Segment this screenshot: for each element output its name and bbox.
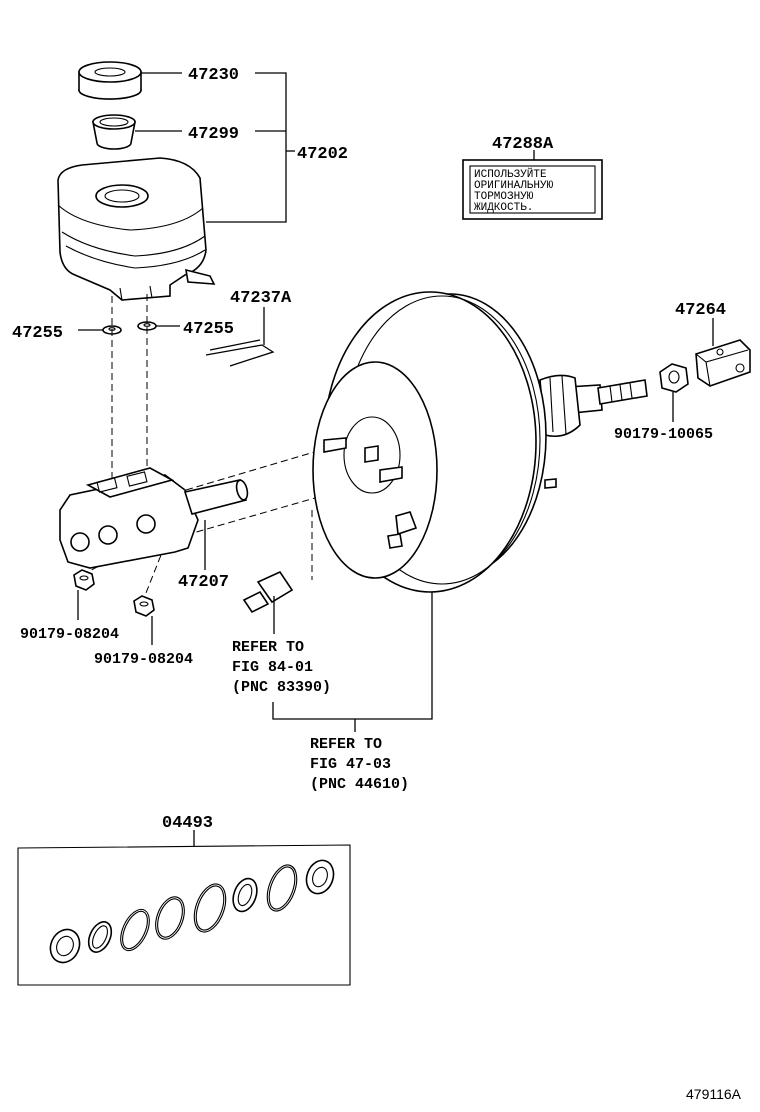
nut-90179-10065 (659, 363, 689, 393)
label-47255-left: 47255 (12, 324, 63, 343)
label-90179-08204-b: 90179-08204 (94, 651, 193, 668)
reservoir-tank (57, 157, 216, 301)
kit-ring-7 (266, 864, 298, 912)
kit-ring-5 (193, 883, 227, 933)
warning-line-3: ТОРМОЗНУЮ (474, 191, 534, 203)
repair-kit-04493 (17, 844, 351, 986)
part-labels: 47230 47299 47202 47288A 47237A 47255 47… (12, 66, 726, 833)
kit-seal-8 (305, 859, 335, 895)
refer-switch-line-1: REFER TO (232, 639, 304, 656)
label-04493: 04493 (162, 814, 213, 833)
label-47230: 47230 (188, 66, 239, 85)
label-47288A: 47288A (492, 135, 554, 154)
warning-line-2: ОРИГИНАЛЬНУЮ (474, 180, 554, 192)
brake-booster (312, 291, 648, 593)
label-47202: 47202 (297, 145, 348, 164)
label-47255-right: 47255 (183, 320, 234, 339)
refer-booster-line-1: REFER TO (310, 736, 382, 753)
label-47264: 47264 (675, 301, 726, 320)
label-47299: 47299 (188, 125, 239, 144)
nut-90179-08204-b (133, 595, 155, 617)
warning-line-4: ЖИДКОСТЬ. (474, 202, 533, 214)
figure-id: 479116A (686, 1086, 742, 1102)
warning-line-1: ИСПОЛЬЗУЙТЕ (474, 167, 547, 181)
leader-lines (77, 72, 714, 846)
refer-note-booster: REFER TO FIG 47-03 (PNC 44610) (310, 736, 409, 793)
pin-47237A (205, 339, 275, 367)
label-90179-08204-a: 90179-08204 (20, 626, 119, 643)
master-cylinder-47207 (59, 467, 249, 569)
refer-booster-line-3: (PNC 44610) (310, 776, 409, 793)
refer-switch-line-2: FIG 84-01 (232, 659, 313, 676)
refer-switch-line-3: (PNC 83390) (232, 679, 331, 696)
reservoir-cap-47230 (78, 61, 142, 100)
refer-booster-line-2: FIG 47-03 (310, 756, 391, 773)
nut-90179-08204-a (73, 569, 95, 591)
warning-label-47288A: ИСПОЛЬЗУЙТЕ ОРИГИНАЛЬНУЮ ТОРМОЗНУЮ ЖИДКО… (462, 159, 603, 220)
kit-seal-1 (49, 928, 81, 964)
reservoir-strainer-47299 (92, 114, 136, 150)
pressure-switch (242, 570, 294, 614)
kit-ring-3 (120, 908, 150, 952)
kit-ring-2 (87, 921, 113, 953)
label-90179-10065: 90179-10065 (614, 426, 713, 443)
label-47237A: 47237A (230, 289, 292, 308)
clevis-47264 (695, 339, 751, 387)
label-47207: 47207 (178, 573, 229, 592)
kit-ring-4 (155, 896, 185, 940)
refer-note-switch: REFER TO FIG 84-01 (PNC 83390) (232, 639, 331, 696)
kit-seal-6 (232, 877, 258, 913)
